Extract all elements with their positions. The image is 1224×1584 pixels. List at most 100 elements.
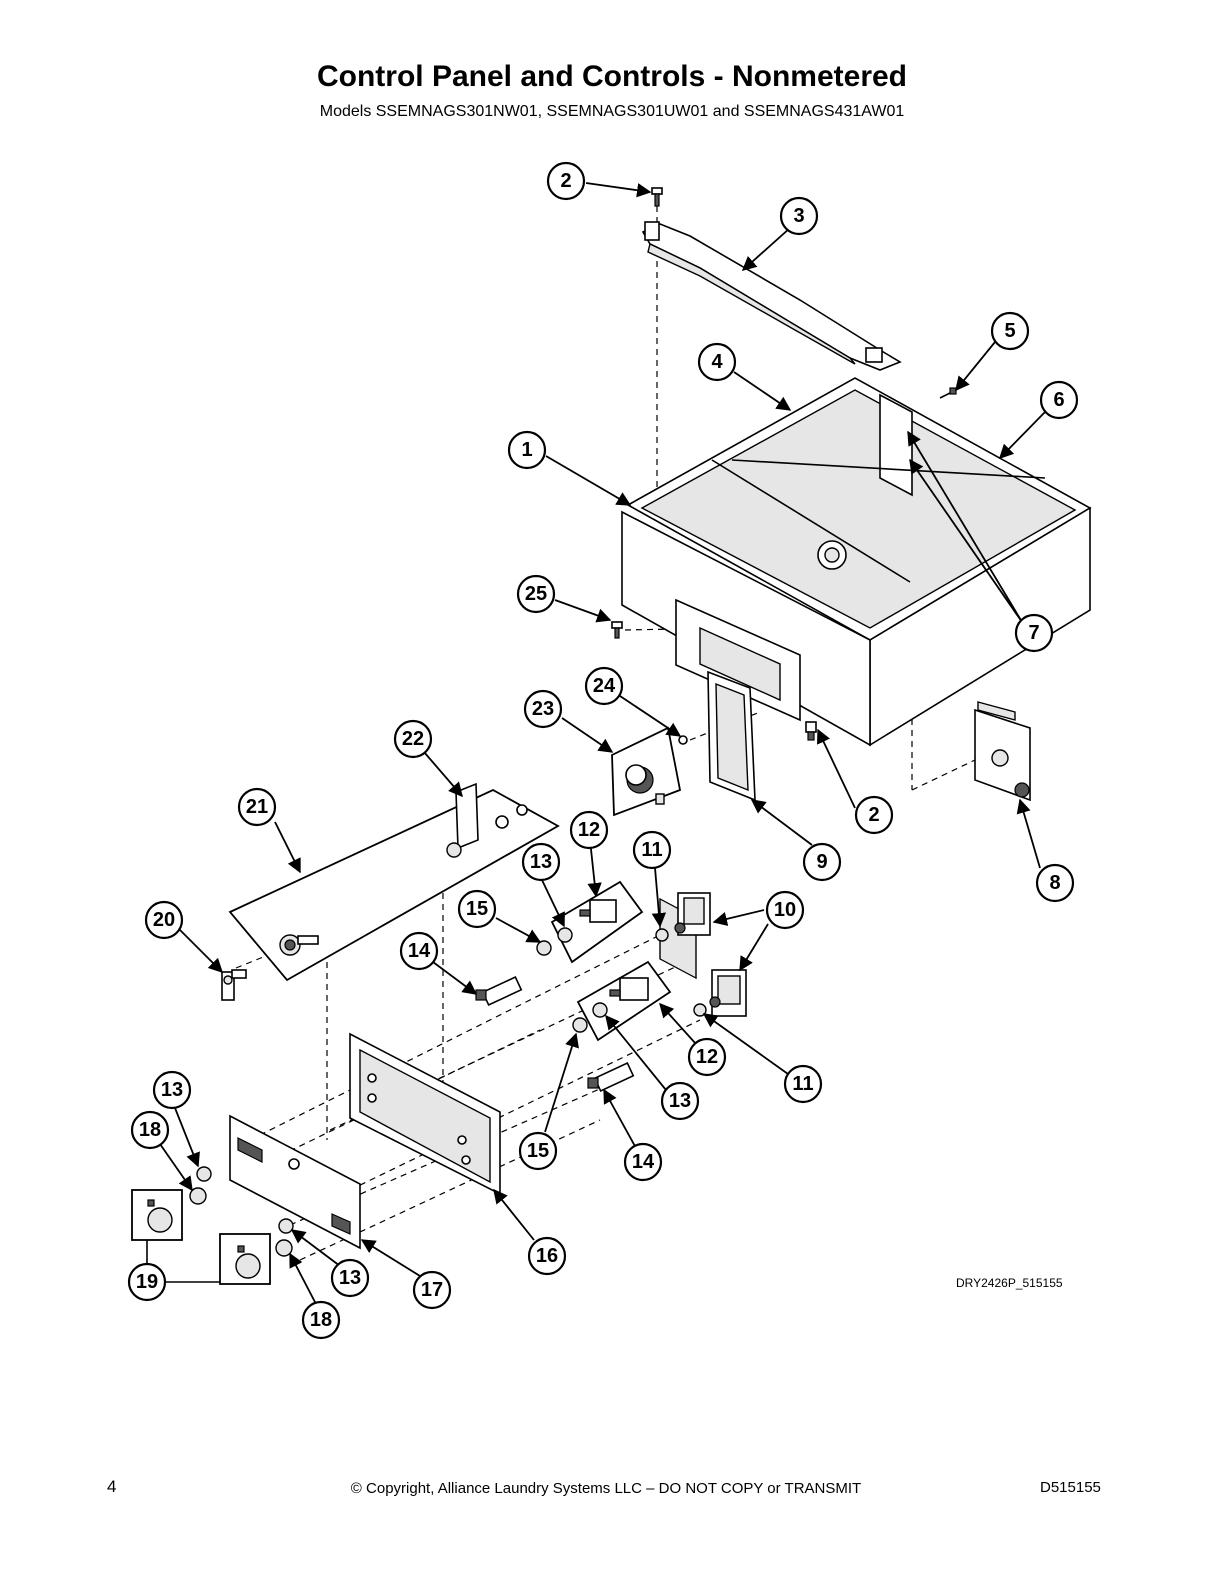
callout-12: 12 [569,810,609,850]
parts-drawing [131,187,1092,1285]
knob-box [611,726,682,817]
callout-3: 3 [779,196,819,236]
rotary-switch-lower [709,969,747,1017]
svg-text:4: 4 [711,351,723,373]
callout-13b: 13 [660,1081,700,1121]
callouts: 2 3 5 4 6 1 7 25 24 23 22 21 9 2 8 12 13… [127,161,1079,1340]
callout-19: 19 [127,1262,167,1302]
callout-4: 4 [697,342,737,382]
callout-9: 9 [802,842,842,882]
callout-15: 15 [457,889,497,929]
svg-text:19: 19 [136,1271,158,1293]
callout-1: 1 [507,430,547,470]
callout-17: 17 [412,1270,452,1310]
svg-text:24: 24 [593,675,616,697]
page-number: 4 [107,1477,117,1496]
knob-box-left [131,1189,183,1241]
drawing-id: DRY2426P_515155 [956,1276,1063,1290]
callout-21: 21 [237,787,277,827]
svg-text:18: 18 [310,1309,332,1331]
indicator-light-lower [587,1061,635,1093]
svg-text:7: 7 [1028,622,1039,644]
svg-text:15: 15 [527,1140,549,1162]
front-panel [229,1114,361,1250]
svg-text:2: 2 [560,170,571,192]
svg-text:11: 11 [792,1073,813,1095]
svg-text:21: 21 [246,796,268,818]
knob-box-right [219,1233,271,1285]
svg-text:8: 8 [1049,872,1060,894]
svg-text:22: 22 [402,728,424,750]
svg-text:16: 16 [536,1245,558,1267]
svg-text:13: 13 [669,1090,691,1112]
callout-23: 23 [523,689,563,729]
key [221,969,247,1001]
callout-15b: 15 [518,1131,558,1171]
control-panel-housing [621,377,1092,980]
svg-text:5: 5 [1004,320,1015,342]
screw-top [651,187,663,207]
callout-5: 5 [990,311,1030,351]
callout-20: 20 [144,900,184,940]
svg-text:12: 12 [578,819,600,841]
overlay-panel [707,670,756,802]
callout-18: 18 [130,1110,170,1150]
svg-text:2: 2 [868,804,879,826]
set-screw [678,735,688,745]
svg-text:13: 13 [530,851,552,873]
callout-8: 8 [1035,863,1075,903]
lock-bracket-box [228,782,560,982]
svg-text:15: 15 [466,898,488,920]
page-subtitle: Models SSEMNAGS301NW01, SSEMNAGS301UW01 … [319,103,905,120]
callout-7: 7 [1014,613,1054,653]
timer-module [974,701,1031,802]
callout-10: 10 [765,890,805,930]
svg-text:3: 3 [793,205,804,227]
leader-lines [159,182,1046,1305]
svg-text:18: 18 [139,1119,161,1141]
callout-13c: 13 [152,1070,192,1110]
svg-text:13: 13 [161,1079,183,1101]
callout-16: 16 [527,1236,567,1276]
callout-13: 13 [521,842,561,882]
callout-2: 2 [546,161,586,201]
callout-22: 22 [393,719,433,759]
screw-right [805,721,817,741]
svg-text:11: 11 [641,839,662,861]
callout-25: 25 [516,574,556,614]
svg-text:20: 20 [153,909,175,931]
svg-text:17: 17 [421,1279,443,1301]
panel-gasket [349,1032,501,1196]
copyright-notice: © Copyright, Alliance Laundry Systems LL… [350,1480,862,1497]
callout-18b: 18 [301,1300,341,1340]
svg-text:23: 23 [532,698,554,720]
switch-box-lower [576,960,672,1042]
svg-text:1: 1 [521,439,532,461]
mounting-bracket [641,221,902,371]
callout-2b: 2 [854,795,894,835]
svg-text:12: 12 [696,1046,718,1068]
page-title: Control Panel and Controls - Nonmetered [316,60,908,93]
callout-6: 6 [1039,380,1079,420]
callout-12b: 12 [687,1037,727,1077]
screw-side [939,387,957,399]
svg-text:14: 14 [408,940,431,962]
svg-text:13: 13 [339,1267,361,1289]
callout-11: 11 [632,830,672,870]
svg-text:25: 25 [525,583,547,605]
switch-box-upper [550,880,644,964]
callout-14: 14 [399,931,439,971]
callout-11b: 11 [783,1064,823,1104]
svg-text:9: 9 [816,851,827,873]
svg-text:6: 6 [1053,389,1064,411]
callout-24: 24 [584,666,624,706]
callout-14b: 14 [623,1142,663,1182]
svg-text:14: 14 [632,1151,655,1173]
rotary-switch-upper [674,892,711,936]
screw-front [611,621,623,639]
document-code: D515155 [1040,1479,1101,1496]
callout-13d: 13 [330,1258,370,1298]
svg-text:10: 10 [774,899,796,921]
indicator-light-upper [475,975,523,1007]
